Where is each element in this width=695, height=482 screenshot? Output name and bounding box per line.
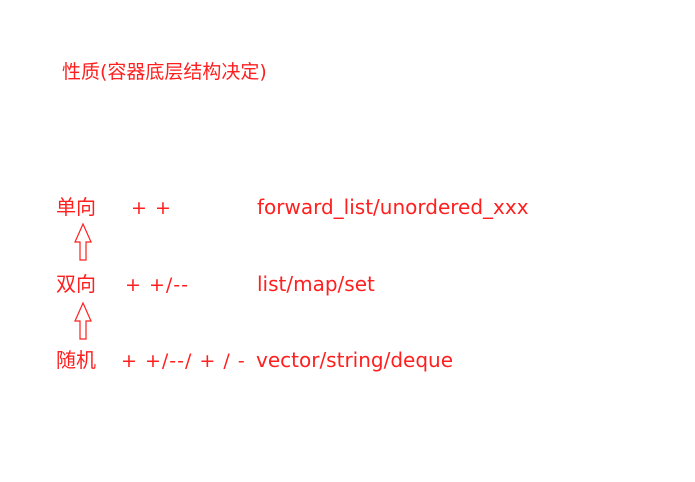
ops-bidirectional: + +/-- xyxy=(125,274,189,296)
category-bidirectional: 双向 xyxy=(56,272,96,296)
examples-bidirectional: list/map/set xyxy=(257,272,375,296)
up-arrow-icon xyxy=(74,301,92,340)
up-arrow-icon xyxy=(74,222,92,261)
category-random-access: 随机 xyxy=(56,348,96,372)
examples-one-way: forward_list/unordered_xxx xyxy=(257,195,529,219)
examples-random-access: vector/string/deque xyxy=(256,348,454,372)
ops-one-way: + + xyxy=(131,197,172,219)
ops-random-access: + +/--/ + / - xyxy=(121,350,246,372)
page-title: 性质(容器底层结构决定) xyxy=(62,61,267,83)
category-one-way: 单向 xyxy=(56,195,96,219)
